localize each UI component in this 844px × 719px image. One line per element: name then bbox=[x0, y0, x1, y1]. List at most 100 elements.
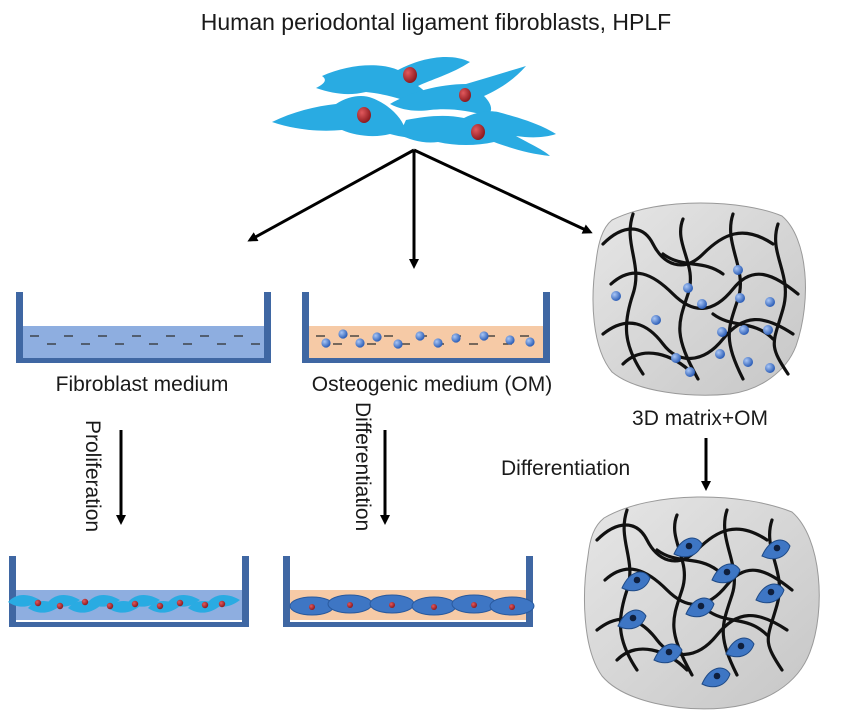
embedded-cell-nucleus bbox=[629, 614, 637, 622]
nucleus bbox=[403, 67, 417, 83]
embedded-cell-nucleus bbox=[737, 642, 745, 650]
diagram-title: Human periodontal ligament fibroblasts, … bbox=[201, 9, 671, 35]
osteogenic-bead bbox=[505, 335, 515, 345]
matrix-bead bbox=[735, 293, 745, 303]
spindle-cell-nucleus bbox=[34, 599, 42, 607]
osteogenic-bead bbox=[479, 331, 489, 341]
matrix-fiber bbox=[772, 222, 790, 376]
nucleus bbox=[357, 107, 371, 123]
dish-floor bbox=[16, 358, 271, 363]
matrix-fiber bbox=[615, 647, 689, 672]
fibroblast-cell-cluster bbox=[272, 56, 556, 156]
differentiated-cells bbox=[289, 594, 535, 616]
osteogenic-bead bbox=[451, 333, 461, 343]
matrix-bead bbox=[763, 325, 773, 335]
embedded-cell-nucleus bbox=[633, 576, 641, 584]
osteogenic-bead bbox=[415, 331, 425, 341]
embedded-cell-nucleus bbox=[697, 602, 705, 610]
spindle-cell bbox=[208, 594, 240, 607]
matrix-om-label: 3D matrix+OM bbox=[632, 407, 768, 430]
matrix-bead bbox=[683, 283, 693, 293]
matrix-fiber bbox=[661, 252, 725, 276]
matrix-bead bbox=[697, 299, 707, 309]
spindle-cell-nucleus bbox=[56, 602, 64, 610]
osteogenic-bead bbox=[355, 338, 365, 348]
flattened-cell-nucleus bbox=[389, 602, 395, 608]
spindle-cell-nucleus bbox=[201, 601, 209, 609]
embedded-cell-nucleus bbox=[723, 568, 731, 576]
osteogenic-bead bbox=[525, 337, 535, 347]
spindle-cell-nucleus bbox=[218, 600, 226, 608]
dish-wall-left bbox=[16, 292, 23, 363]
matrix-bead bbox=[739, 325, 749, 335]
embedded-cell-nucleus bbox=[773, 544, 781, 552]
embedded-cell-nucleus bbox=[665, 648, 673, 656]
branch-arrows bbox=[247, 148, 593, 269]
arrow-to-3d-matrix bbox=[413, 148, 593, 234]
dish-floor bbox=[9, 622, 249, 627]
matrix-fiber bbox=[595, 523, 769, 563]
matrix-bead bbox=[733, 265, 743, 275]
arrow-to-fibroblast-medium bbox=[247, 148, 415, 242]
differentiation-label-matrix: Differentiation bbox=[501, 457, 630, 480]
osteogenic-bead bbox=[372, 332, 382, 342]
dish-wall-right bbox=[242, 556, 249, 627]
medium-dashes bbox=[30, 335, 260, 345]
matrix-body bbox=[592, 202, 806, 396]
embedded-cell-nucleus bbox=[713, 672, 721, 680]
embedded-cell-nucleus bbox=[767, 588, 775, 596]
dish-wall-right bbox=[264, 292, 271, 363]
spindle-cell-nucleus bbox=[176, 599, 184, 607]
matrix-embedded-cells bbox=[617, 537, 791, 688]
differentiation-label-dish: Differentiation bbox=[351, 402, 374, 531]
fibroblast-cell bbox=[316, 56, 470, 108]
spindle-cell bbox=[8, 594, 40, 607]
matrix-fiber bbox=[705, 608, 769, 637]
osteogenic-medium-dish bbox=[302, 292, 550, 363]
matrix-fiber bbox=[601, 227, 775, 267]
osteogenic-bead bbox=[321, 338, 331, 348]
spindle-cell bbox=[168, 594, 200, 607]
matrix-fiber bbox=[721, 508, 739, 677]
flattened-cell-nucleus bbox=[509, 604, 515, 610]
embedded-cell-nucleus bbox=[685, 542, 693, 550]
dish-wall-right bbox=[543, 292, 550, 363]
proliferation-label: Proliferation bbox=[81, 420, 104, 532]
dish-floor bbox=[302, 358, 550, 363]
differentiation-dish bbox=[283, 556, 535, 627]
nucleus bbox=[459, 88, 471, 102]
matrix-bead bbox=[685, 367, 695, 377]
dish-wall-left bbox=[9, 556, 16, 627]
osteogenic-bead bbox=[338, 329, 348, 339]
matrix-bead bbox=[765, 363, 775, 373]
proliferated-cells bbox=[8, 594, 240, 613]
matrix-fiber bbox=[766, 518, 784, 672]
osteogenic-bead bbox=[433, 338, 443, 348]
fibroblast-cell bbox=[390, 66, 526, 116]
dish-wall-left bbox=[302, 292, 309, 363]
flattened-cell-nucleus bbox=[309, 604, 315, 610]
fibroblast-medium-label: Fibroblast medium bbox=[56, 373, 229, 396]
osteogenic-medium-label: Osteogenic medium (OM) bbox=[312, 373, 552, 396]
spindle-cell-nucleus bbox=[131, 600, 139, 608]
matrix-beads bbox=[611, 265, 775, 377]
flattened-cell-nucleus bbox=[431, 604, 437, 610]
matrix-fiber bbox=[601, 318, 795, 360]
matrix-fiber bbox=[609, 271, 800, 310]
spindle-cell-nucleus bbox=[156, 602, 164, 610]
fibroblast-medium-dish bbox=[16, 292, 271, 363]
matrix-bead bbox=[717, 327, 727, 337]
matrix-fiber bbox=[678, 217, 700, 381]
spindle-cell-nucleus bbox=[81, 598, 89, 606]
matrix-bead bbox=[743, 357, 753, 367]
matrix-fiber bbox=[672, 513, 694, 677]
3d-matrix-differentiated bbox=[584, 496, 820, 710]
spindle-cell-nucleus bbox=[106, 602, 114, 610]
proliferation-dish bbox=[8, 556, 249, 627]
dish-wall-left bbox=[283, 556, 290, 627]
3d-matrix bbox=[592, 202, 806, 396]
osteogenic-bead bbox=[393, 339, 403, 349]
medium-liquid bbox=[21, 326, 267, 360]
